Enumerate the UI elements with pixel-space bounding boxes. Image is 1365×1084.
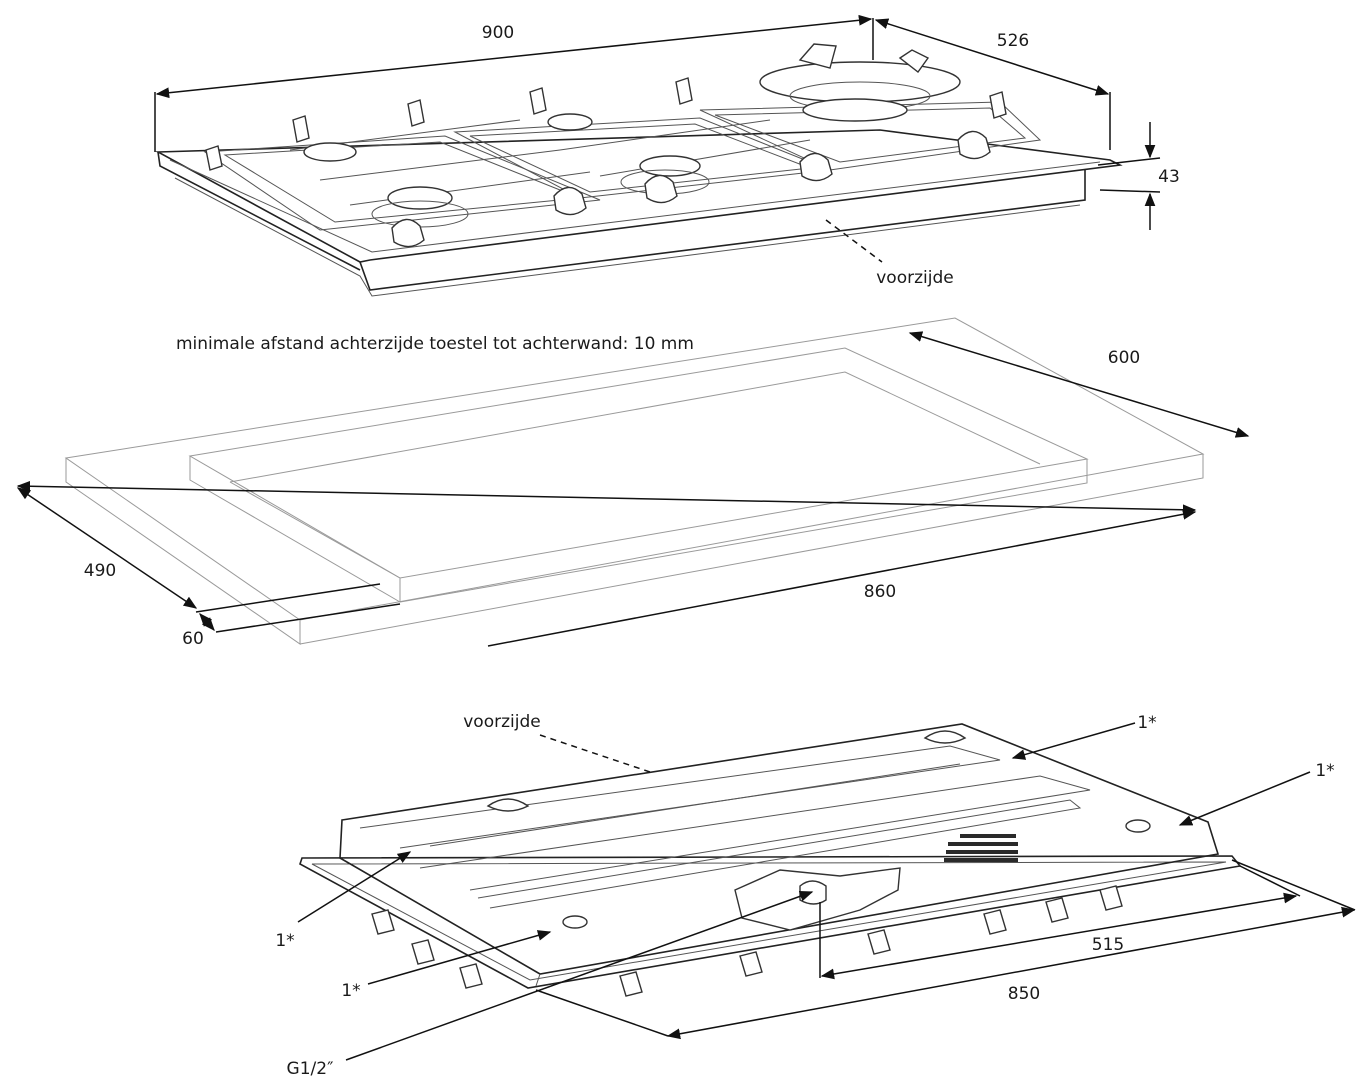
fixing-label-right-top: 1* — [1137, 713, 1156, 733]
hob-underside-view: 1* 1* 1* 1* G1/2″ voorzijde 515 850 — [275, 712, 1356, 1079]
dim-526-label: 526 — [997, 31, 1029, 51]
cutout-diagram: minimale afstand achterzijde toestel tot… — [16, 317, 1250, 649]
dim-900-label: 900 — [482, 23, 514, 43]
control-knobs — [391, 130, 991, 248]
vent-grille — [944, 834, 1018, 862]
fixing-label-right: 1* — [1315, 761, 1334, 781]
dim-490-label: 490 — [84, 561, 116, 581]
dim-860-label: 860 — [864, 582, 896, 602]
dim-515-label: 515 — [1092, 935, 1124, 955]
gas-connector-housing — [734, 867, 901, 931]
min-distance-note: minimale afstand achterzijde toestel tot… — [176, 334, 694, 354]
hob-top-view: 900 526 43 voorzijde — [154, 14, 1180, 297]
fixing-label-left-bottom: 1* — [341, 981, 360, 1001]
dim-850-label: 850 — [1008, 984, 1040, 1004]
dim-600-label: 600 — [1108, 348, 1140, 368]
dim-60-label: 60 — [182, 629, 204, 649]
front-label-top: voorzijde — [876, 268, 953, 288]
fixing-label-left: 1* — [275, 931, 294, 951]
dim-43-label: 43 — [1158, 167, 1180, 187]
gas-connection-label: G1/2″ — [287, 1059, 334, 1079]
front-label-bottom: voorzijde — [463, 712, 540, 732]
